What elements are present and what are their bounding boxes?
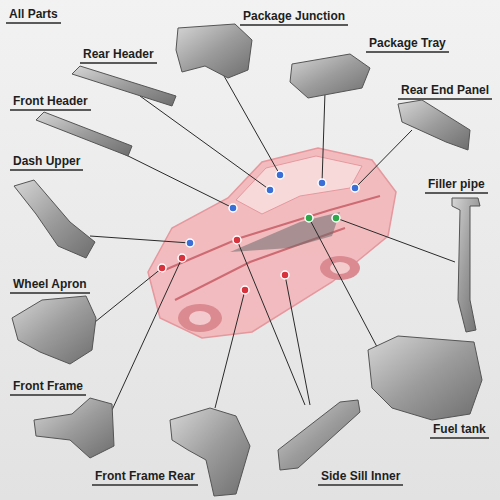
part-label: Filler pipe [425, 176, 488, 194]
part-label: Front Frame [10, 378, 86, 396]
part-label: Front Frame Rear [92, 468, 198, 486]
part-label: Front Header [10, 93, 91, 111]
part-label: Package Junction [240, 8, 348, 26]
part-label: Side Sill Inner [318, 468, 403, 486]
part-label: Dash Upper [10, 153, 83, 171]
part-label: Wheel Apron [10, 276, 90, 294]
part-label: Rear Header [80, 46, 157, 64]
part-label: Fuel tank [430, 421, 489, 439]
part-label: All Parts [6, 6, 61, 24]
part-label: Rear End Panel [398, 82, 492, 100]
part-label: Package Tray [366, 35, 449, 53]
